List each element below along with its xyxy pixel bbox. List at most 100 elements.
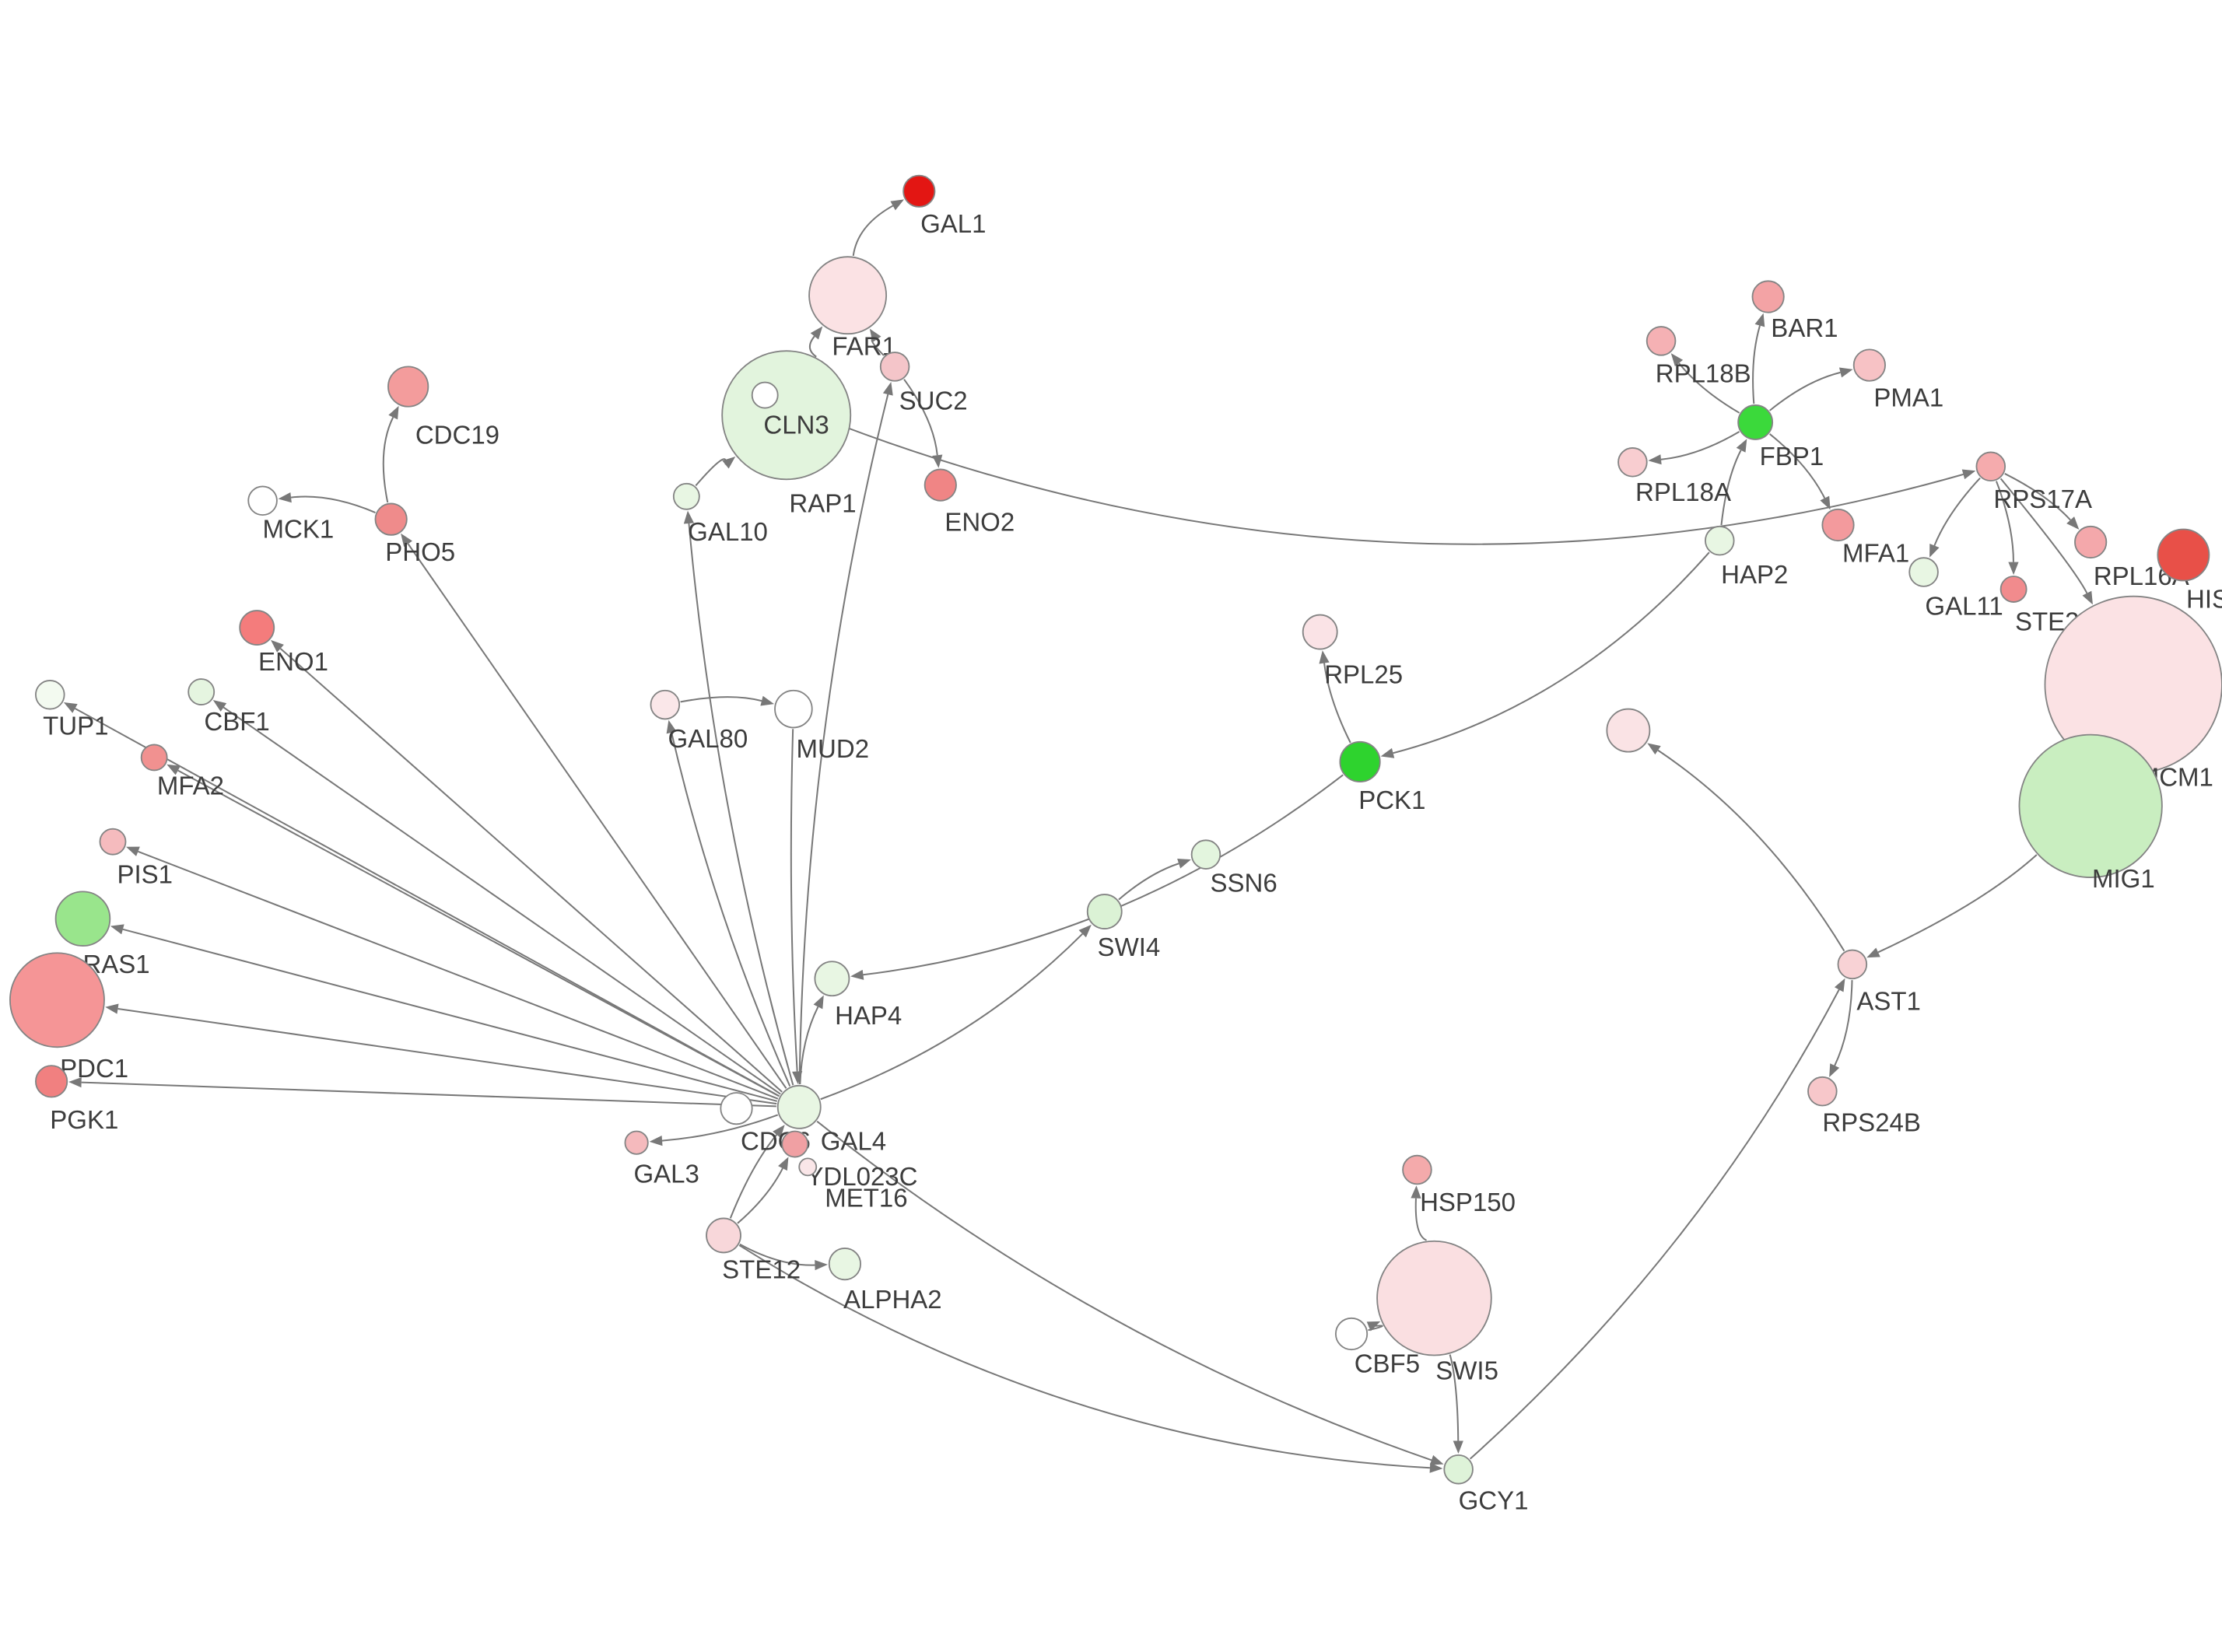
- node-tup1[interactable]: [35, 679, 65, 710]
- edge-ast1-rps24b: [1834, 980, 1853, 1066]
- node-pis1[interactable]: [99, 828, 127, 856]
- node-cln3[interactable]: [721, 350, 852, 481]
- arrowhead-ste12-ydl023c: [778, 1157, 789, 1171]
- edge-rap1-rps17a: [777, 400, 1964, 545]
- node-swi4[interactable]: [1086, 894, 1123, 929]
- node-cbf5[interactable]: [1334, 1317, 1369, 1351]
- node-pdc1[interactable]: [9, 952, 105, 1048]
- node-his4[interactable]: [2157, 528, 2210, 582]
- node-label-tup1: TUP1: [43, 712, 108, 740]
- arrowhead-fbp1-bar1: [1754, 313, 1765, 327]
- node-mud2[interactable]: [774, 689, 813, 729]
- node-swi5[interactable]: [1376, 1240, 1492, 1356]
- node-alpha2[interactable]: [828, 1248, 862, 1281]
- node-eno2[interactable]: [923, 468, 957, 502]
- node-label-ssn6: SSN6: [1210, 868, 1277, 897]
- node-gcy1[interactable]: [1443, 1454, 1474, 1485]
- node-label-eno2: ENO2: [945, 507, 1015, 536]
- arrowhead-ste12-alpha2: [815, 1259, 828, 1271]
- arrowhead-suc2-far1: [869, 328, 881, 343]
- arrowhead-gal4-pis1: [126, 846, 140, 856]
- node-met16[interactable]: [798, 1157, 818, 1177]
- node-n1[interactable]: [1606, 708, 1651, 753]
- edge-fbp1-bar1: [1752, 325, 1761, 404]
- node-gal10[interactable]: [672, 482, 700, 510]
- arrowhead-pck1-rpl25: [1319, 650, 1330, 664]
- arrowhead-gal4-pgk1: [68, 1077, 82, 1088]
- node-rps24b[interactable]: [1807, 1076, 1838, 1107]
- edge-gal4-mfa2: [177, 769, 780, 1097]
- node-bar1[interactable]: [1751, 280, 1785, 313]
- node-hap4[interactable]: [814, 961, 850, 997]
- arrowhead-cbf5-swi5: [1366, 1321, 1381, 1332]
- node-ste12[interactable]: [706, 1217, 741, 1254]
- node-ste2[interactable]: [1999, 576, 2027, 603]
- arrowhead-gal4-cbf1: [212, 700, 227, 712]
- node-pho5[interactable]: [374, 502, 408, 536]
- node-far1[interactable]: [808, 256, 888, 335]
- node-label-pma1: PMA1: [1873, 383, 1943, 412]
- node-pgk1[interactable]: [35, 1065, 68, 1098]
- node-label-cln3: CLN3: [763, 411, 829, 439]
- edge-gal4-pho5: [407, 543, 787, 1089]
- node-ras1[interactable]: [54, 891, 111, 947]
- arrowhead-rap1-rps17a: [1961, 469, 1976, 480]
- edge-suc2-eno2: [903, 379, 938, 456]
- edge-gal4-swi4: [820, 933, 1084, 1101]
- node-rps17a[interactable]: [1975, 451, 2006, 482]
- node-mfa1[interactable]: [1821, 508, 1855, 542]
- node-label-gal3: GAL3: [633, 1160, 699, 1188]
- arrowhead-pho5-mck1: [278, 492, 292, 503]
- node-ssn6[interactable]: [1190, 839, 1221, 870]
- arrowhead-swi4-ssn6: [1177, 859, 1191, 869]
- edge-rps17a-rpl16a: [2004, 473, 2071, 521]
- node-rpl25[interactable]: [1302, 614, 1338, 650]
- node-ast1[interactable]: [1837, 949, 1868, 980]
- arrowhead-swi5-hsp150: [1411, 1185, 1421, 1199]
- edge-hap2-fbp1: [1720, 450, 1742, 526]
- node-ydl023c[interactable]: [781, 1130, 809, 1158]
- node-pma1[interactable]: [1852, 348, 1886, 382]
- arrowhead-fbp1-pma1: [1838, 367, 1853, 378]
- node-rpl16a[interactable]: [2074, 525, 2108, 559]
- node-eno1[interactable]: [239, 610, 275, 646]
- node-mck1[interactable]: [247, 485, 278, 516]
- node-cdc19[interactable]: [387, 366, 429, 408]
- node-gal11[interactable]: [1908, 557, 1939, 587]
- arrowhead-gcy1-ast1: [1834, 978, 1845, 992]
- node-hsp150[interactable]: [1402, 1154, 1432, 1185]
- node-label-rpl18b: RPL18B: [1656, 359, 1751, 388]
- edge-gal4-cbf1: [223, 706, 781, 1095]
- node-rap1[interactable]: [751, 381, 779, 409]
- node-mfa2[interactable]: [140, 744, 168, 772]
- edge-pck1-rpl25: [1323, 663, 1351, 744]
- node-gal3[interactable]: [624, 1130, 649, 1155]
- node-label-fbp1: FBP1: [1760, 442, 1824, 471]
- edge-ast1-n1: [1657, 749, 1845, 952]
- edge-fbp1-rpl18b: [1678, 362, 1740, 414]
- node-gal1[interactable]: [902, 174, 936, 208]
- edge-fbp1-mfa1: [1769, 433, 1826, 499]
- node-cbf1[interactable]: [188, 678, 216, 706]
- arrowhead-fbp1-rpl18b: [1670, 353, 1684, 367]
- node-label-gal80: GAL80: [668, 724, 748, 753]
- node-hap2[interactable]: [1705, 525, 1735, 556]
- arrowhead-fbp1-mfa1: [1820, 495, 1831, 510]
- node-rpl18b[interactable]: [1645, 326, 1677, 356]
- arrowhead-ast1-rps24b: [1829, 1063, 1840, 1078]
- node-cdc6[interactable]: [720, 1092, 753, 1125]
- node-gal4[interactable]: [776, 1084, 822, 1129]
- edge-ste12-alpha2: [739, 1243, 815, 1266]
- node-fbp1[interactable]: [1737, 404, 1774, 440]
- node-label-hap2: HAP2: [1721, 560, 1788, 589]
- node-suc2[interactable]: [879, 352, 910, 382]
- edge-gal80-mud2: [680, 696, 762, 703]
- edge-gal10-cln3: [695, 458, 727, 487]
- node-pck1[interactable]: [1339, 740, 1381, 783]
- node-gal80[interactable]: [650, 689, 681, 720]
- edge-hap2-pck1: [1393, 551, 1710, 754]
- node-rpl18a[interactable]: [1617, 447, 1648, 478]
- node-mig1[interactable]: [2018, 733, 2163, 878]
